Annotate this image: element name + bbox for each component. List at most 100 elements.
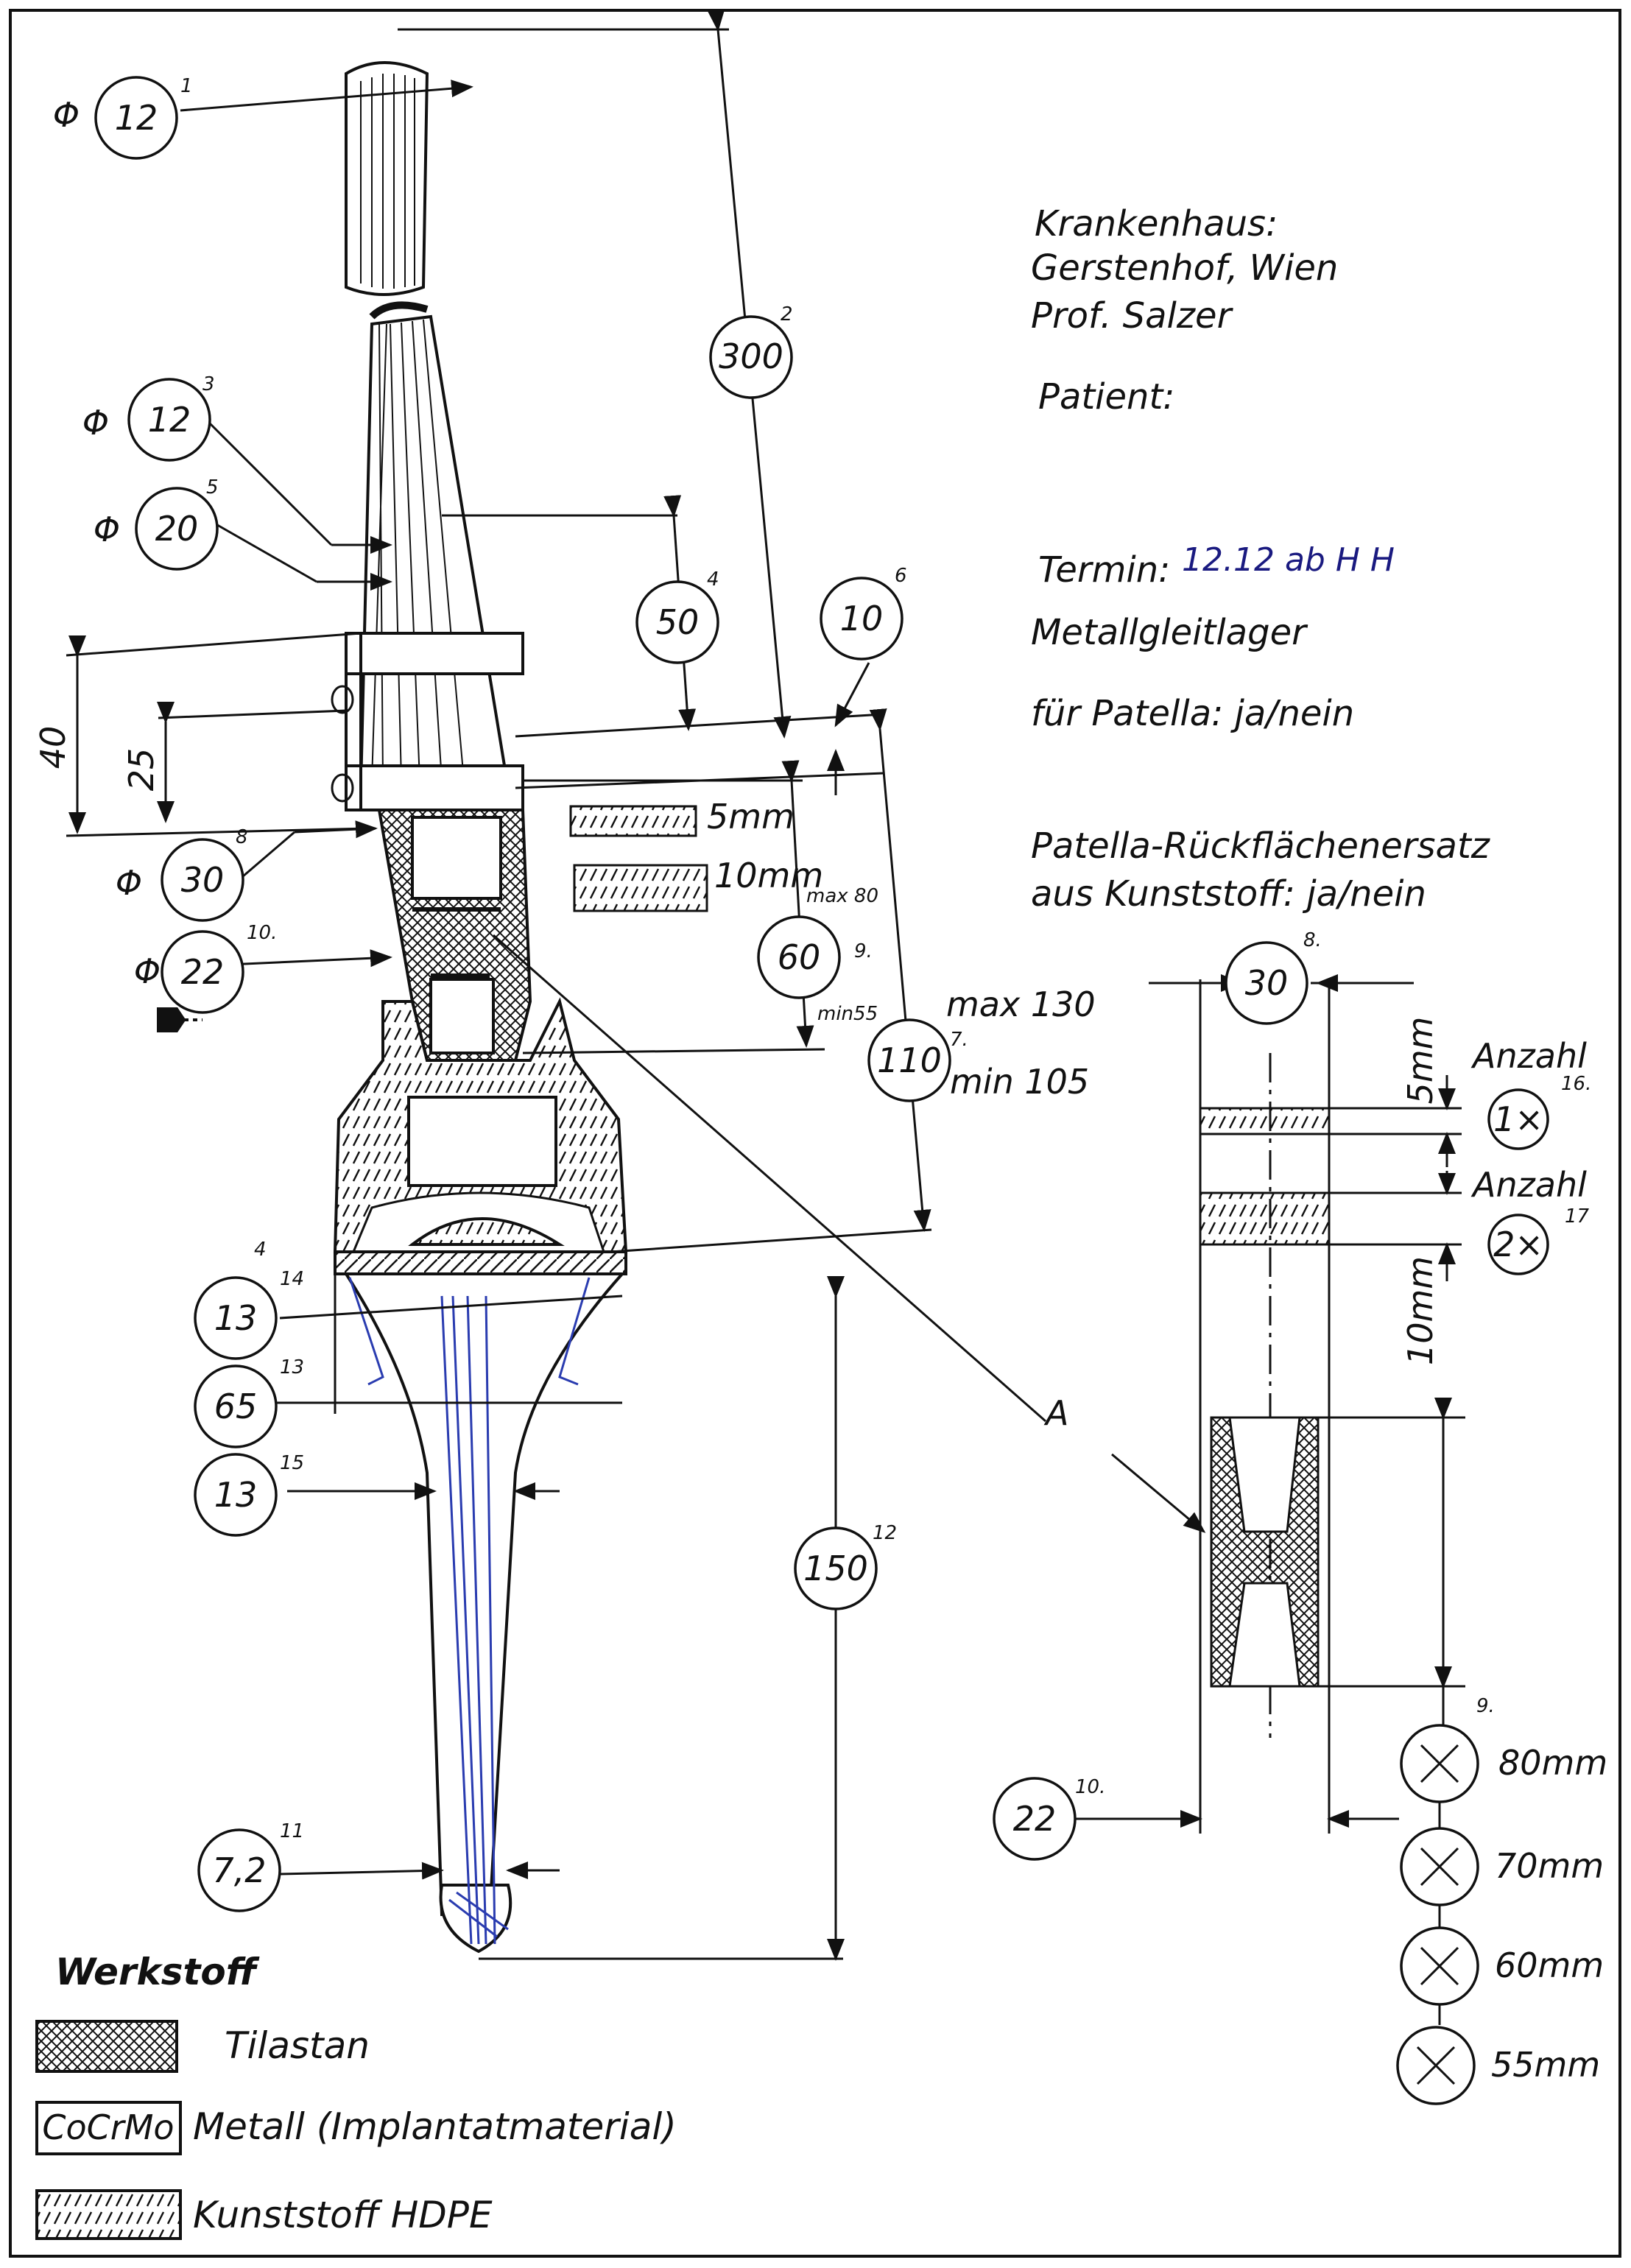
dim-10-prefix: Φ	[134, 951, 161, 991]
dim-7-ref: 7.	[950, 1029, 968, 1051]
dim-12-ref: 12	[873, 1522, 897, 1544]
detail-drawing	[1068, 974, 1465, 1834]
legend-label-tilastan: Tilastan	[225, 2024, 370, 2067]
dim-15-value: 13	[214, 1475, 258, 1515]
legend-label-metal: Metall (Implantatmaterial)	[193, 2105, 677, 2148]
detail-30-ref: 8.	[1303, 929, 1322, 951]
dim-14-ref: 14	[280, 1268, 304, 1290]
legend-swatch-metal	[35, 2101, 182, 2155]
anzahl-2-ref: 17	[1565, 1205, 1590, 1228]
termin-label: Termin:	[1038, 549, 1170, 591]
dim-2-value: 300	[719, 337, 783, 376]
dim-12-value: 150	[803, 1549, 868, 1588]
hospital-label: Krankenhaus:	[1035, 203, 1278, 244]
detail-disc-10mm	[1199, 1191, 1331, 1246]
length-ref: 9.	[1476, 1695, 1495, 1717]
hospital-line2: Prof. Salzer	[1031, 295, 1234, 337]
detail-circles	[993, 941, 1549, 1861]
dim-1-ref: 1	[180, 75, 193, 97]
detail-disc-5mm	[1199, 1107, 1331, 1135]
stem	[343, 1272, 626, 1916]
material-legend: Werkstoff Tilastan CoCrMo Metall (Implan…	[35, 1951, 677, 2240]
dim-7-min: min 105	[950, 1062, 1089, 1102]
dim-14-value: 13	[214, 1298, 258, 1338]
anzahl-1-ref: 16.	[1561, 1073, 1591, 1095]
anzahl-1-label: Anzahl	[1470, 1036, 1587, 1076]
ersatz-line2: aus Kunststoff: ja/nein	[1031, 873, 1426, 915]
dim-9-max: max 80	[806, 885, 878, 907]
dim-10-ref: 10.	[247, 922, 277, 944]
detail-5mm: 5mm	[1401, 1017, 1440, 1105]
legend-label-hdpe: Kunststoff HDPE	[193, 2194, 493, 2236]
dim-13-value: 65	[214, 1387, 258, 1426]
dim-10-value: 22	[181, 952, 225, 992]
dim-5-ref: 5	[206, 476, 219, 499]
clamp-block	[345, 632, 524, 675]
base-plate	[334, 1250, 627, 1275]
prosthesis-drawing	[157, 61, 628, 1954]
anzahl-2-value: 2×	[1493, 1225, 1543, 1264]
dim-4-value: 50	[656, 602, 700, 642]
length-option-60: 60mm	[1400, 1926, 1604, 2006]
hospital-line1: Gerstenhof, Wien	[1031, 247, 1338, 289]
legend-title: Werkstoff	[55, 1951, 260, 1993]
dim-5-prefix: Φ	[94, 510, 120, 549]
dim-3-prefix: Φ	[82, 403, 109, 443]
termin-value: 12.12 ab H H	[1182, 541, 1395, 579]
info-block: Krankenhaus: Gerstenhof, Wien Prof. Salz…	[1031, 203, 1491, 915]
dim-9-ref: 9.	[854, 940, 873, 962]
section-a-label: A	[1043, 1393, 1068, 1433]
legend-swatch-metal-text: CoCrMo	[42, 2107, 174, 2147]
detail-10mm: 10mm	[1401, 1256, 1440, 1365]
dim-5-value: 20	[155, 509, 199, 549]
dim-8-value: 30	[181, 860, 225, 900]
patient-label: Patient:	[1038, 376, 1174, 418]
dim-7-value: 110	[877, 1040, 942, 1080]
mark-4: 4	[254, 1239, 267, 1261]
dim-1-value: 12	[115, 98, 158, 138]
detail-22-ref: 10.	[1075, 1776, 1105, 1798]
svg-text:80mm: 80mm	[1498, 1743, 1607, 1783]
detail-22-value: 22	[1013, 1799, 1057, 1839]
detail-30-value: 30	[1245, 963, 1289, 1003]
dim-6-ref: 6	[895, 565, 907, 587]
strip-10mm-label: 10mm	[714, 856, 823, 895]
rod-top	[345, 61, 429, 296]
dim-11-value: 7,2	[212, 1850, 266, 1890]
strip-5mm	[569, 805, 697, 837]
length-option-80: 80mm	[1400, 1724, 1607, 1803]
dim-3-ref: 3	[202, 373, 215, 395]
dim-11-ref: 11	[280, 1820, 304, 1842]
dim-8-ref: 8	[236, 826, 248, 848]
length-option-55: 55mm	[1396, 2026, 1600, 2105]
strip-10mm	[573, 864, 708, 912]
dim-4-ref: 4	[707, 568, 719, 591]
dim-2-ref: 2	[781, 303, 793, 325]
ersatz-line1: Patella-Rückflächenersatz	[1031, 825, 1491, 867]
strip-5mm-label: 5mm	[707, 797, 795, 837]
dim-9-min: min55	[817, 1003, 878, 1025]
dim-8-prefix: Φ	[116, 863, 142, 903]
dim-1-prefix: Φ	[53, 95, 80, 135]
dim-13-ref: 13	[280, 1356, 304, 1378]
dim-15-ref: 15	[280, 1452, 304, 1474]
svg-text:70mm: 70mm	[1495, 1846, 1604, 1886]
sheet-frame	[9, 9, 1621, 2258]
dim-6-value: 10	[840, 599, 884, 638]
patella-line: für Patella: ja/nein	[1031, 693, 1354, 734]
anzahl-2-label: Anzahl	[1470, 1165, 1587, 1205]
blue-pen-marks	[348, 1277, 591, 1945]
dimension-circles	[94, 76, 951, 1912]
svg-text:60mm: 60mm	[1495, 1945, 1604, 1985]
dim-25: 25	[121, 748, 161, 792]
svg-text:55mm: 55mm	[1491, 2045, 1600, 2085]
legend-swatch-tilastan	[35, 2020, 178, 2073]
dim-3-value: 12	[148, 400, 191, 440]
metall-line: Metallgleitlager	[1031, 612, 1308, 653]
dim-40: 40	[33, 726, 73, 770]
dimension-lines	[66, 8, 1046, 1961]
dim-7-max: max 130	[946, 985, 1096, 1024]
anzahl-1-value: 1×	[1493, 1099, 1543, 1139]
length-option-70: 70mm	[1400, 1827, 1604, 1906]
